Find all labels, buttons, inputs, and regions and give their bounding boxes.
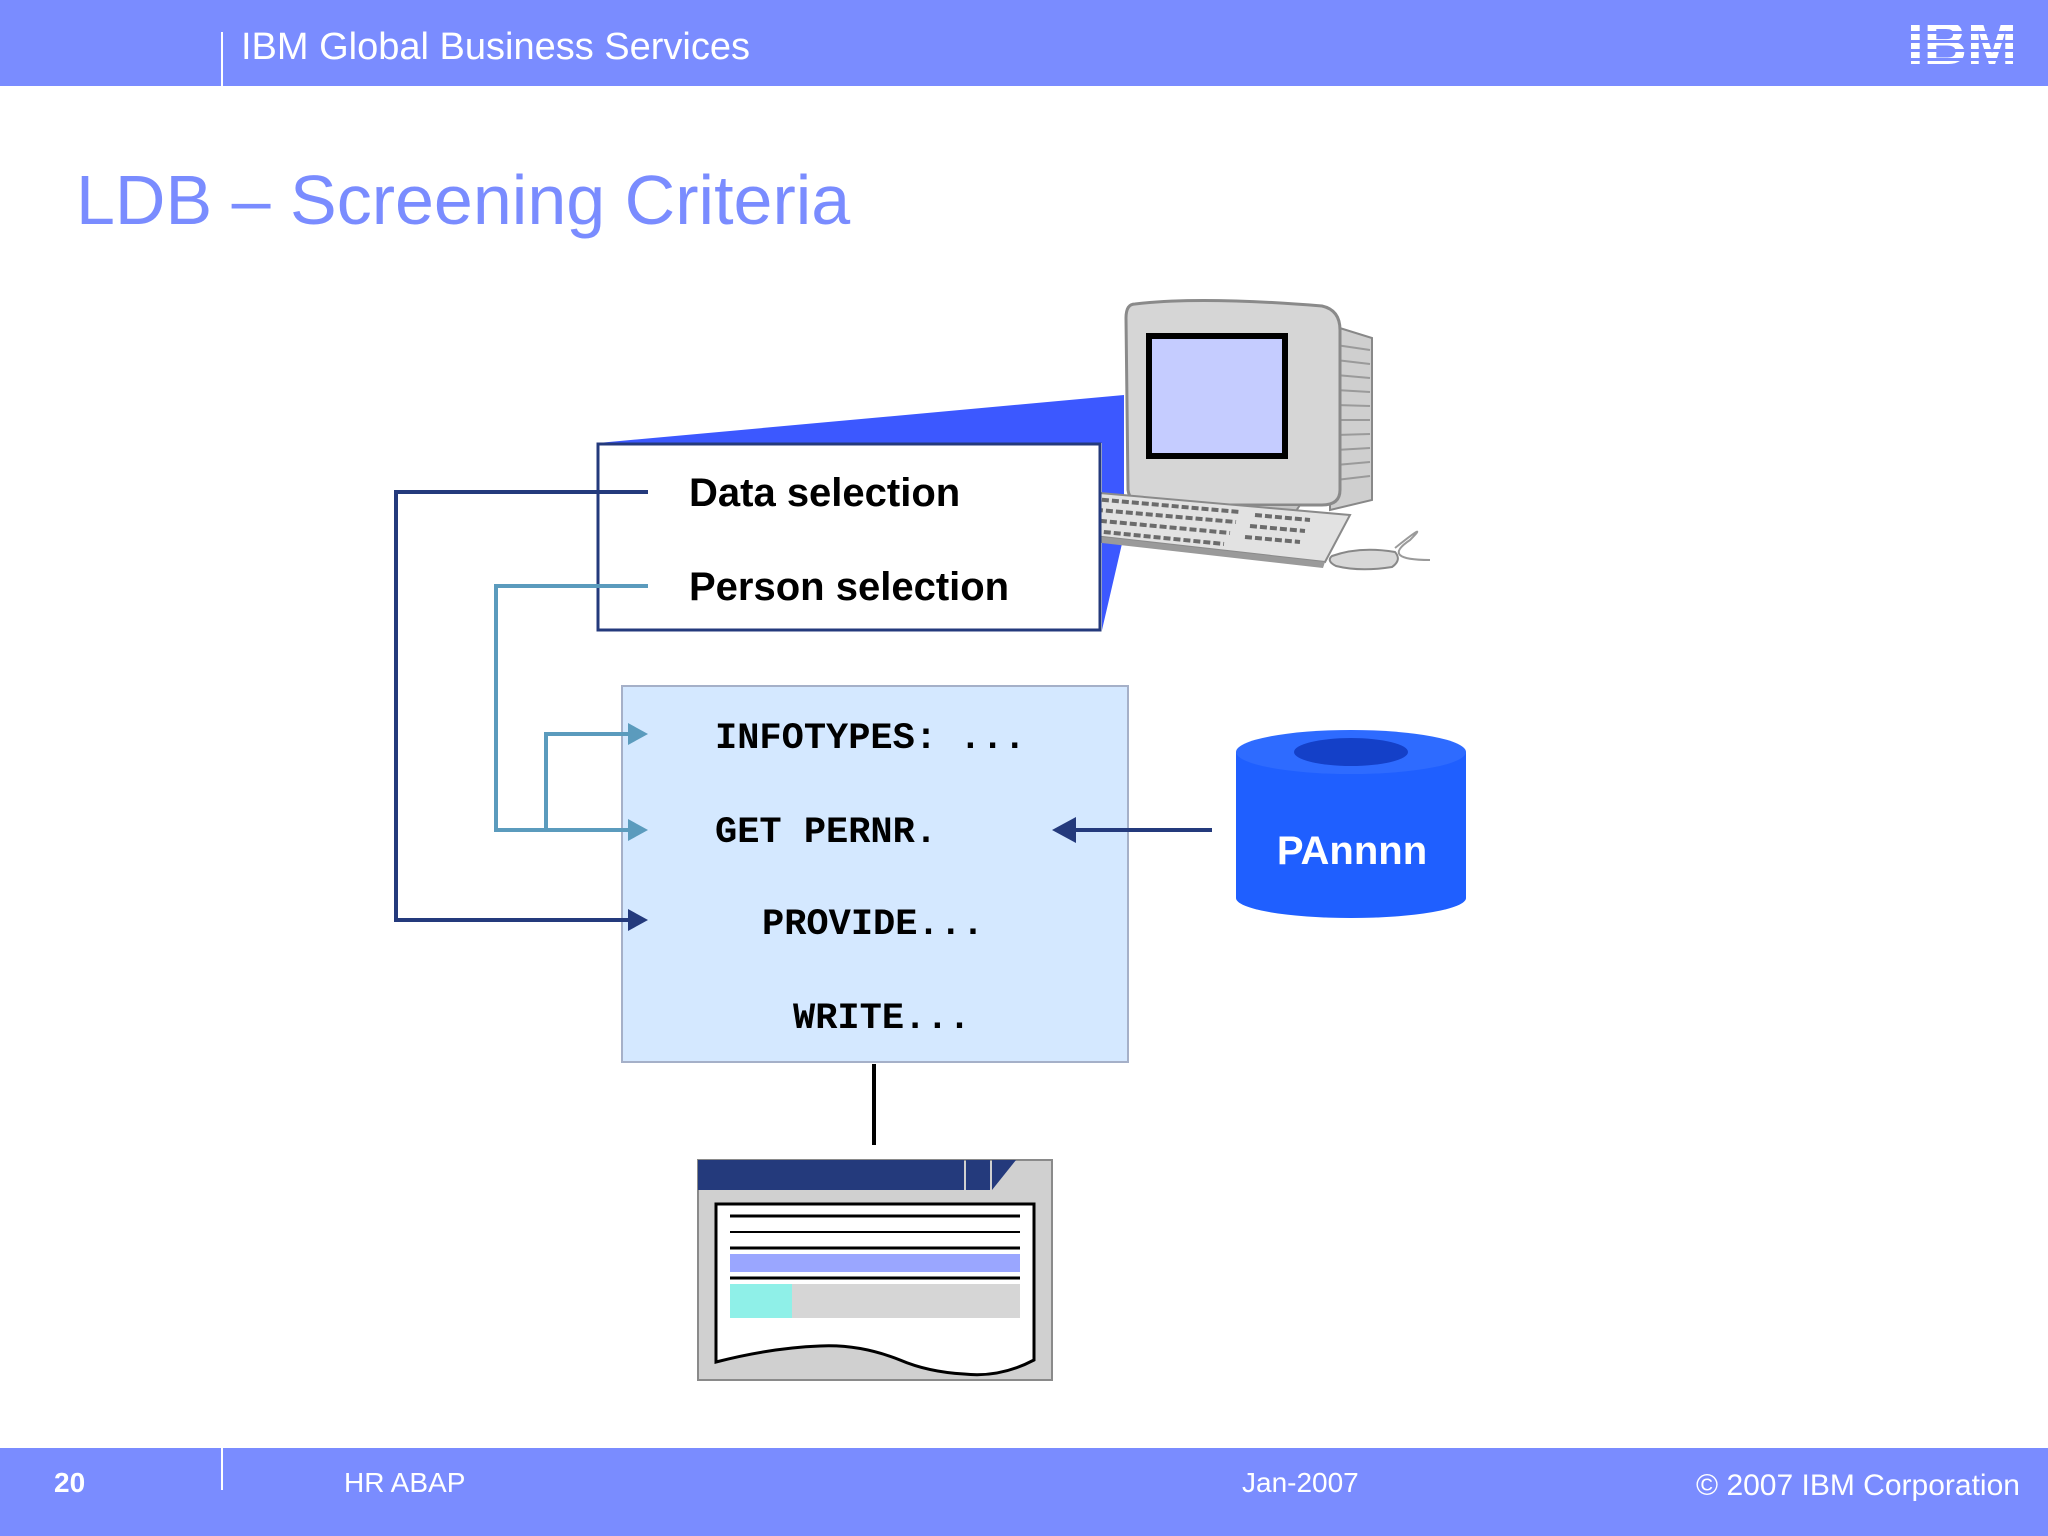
footer-bar — [0, 1448, 2048, 1536]
header-bar — [0, 0, 2048, 86]
mouse-icon — [1328, 530, 1431, 571]
report-output-icon — [697, 1159, 1053, 1381]
database-label: PAnnnn — [1277, 829, 1427, 873]
person-selection-connector — [494, 584, 648, 841]
copyright: © 2007 IBM Corporation — [1696, 1469, 2020, 1502]
code-line-provide: PROVIDE... — [762, 904, 984, 946]
footer-date: Jan-2007 — [1242, 1467, 1359, 1498]
code-line-get-pernr: GET PERNR. — [715, 812, 937, 854]
code-panel — [621, 685, 1129, 1063]
course-name: HR ABAP — [344, 1467, 466, 1498]
code-line-write: WRITE... — [793, 998, 971, 1040]
slide-title: LDB – Screening Criteria — [76, 161, 851, 239]
code-line-infotypes: INFOTYPES: ... — [715, 718, 1026, 760]
header-divider — [221, 32, 223, 86]
header-title: IBM Global Business Services — [241, 26, 750, 68]
data-selection-connector — [394, 490, 648, 931]
ldb-diagram: Data selection Person selection INFOTYPE… — [394, 298, 1466, 1381]
footer-divider — [221, 1448, 223, 1490]
database-arrow — [1052, 817, 1212, 843]
page-number: 20 — [54, 1467, 86, 1498]
computer-monitor-icon — [1124, 298, 1373, 521]
person-selection-label: Person selection — [689, 565, 1009, 609]
projection-beam — [598, 395, 1124, 630]
database-cylinder-icon — [1236, 730, 1466, 918]
ibm-logo: IBM — [1892, 12, 2032, 72]
data-selection-label: Data selection — [689, 471, 960, 515]
selection-box — [596, 442, 1102, 632]
